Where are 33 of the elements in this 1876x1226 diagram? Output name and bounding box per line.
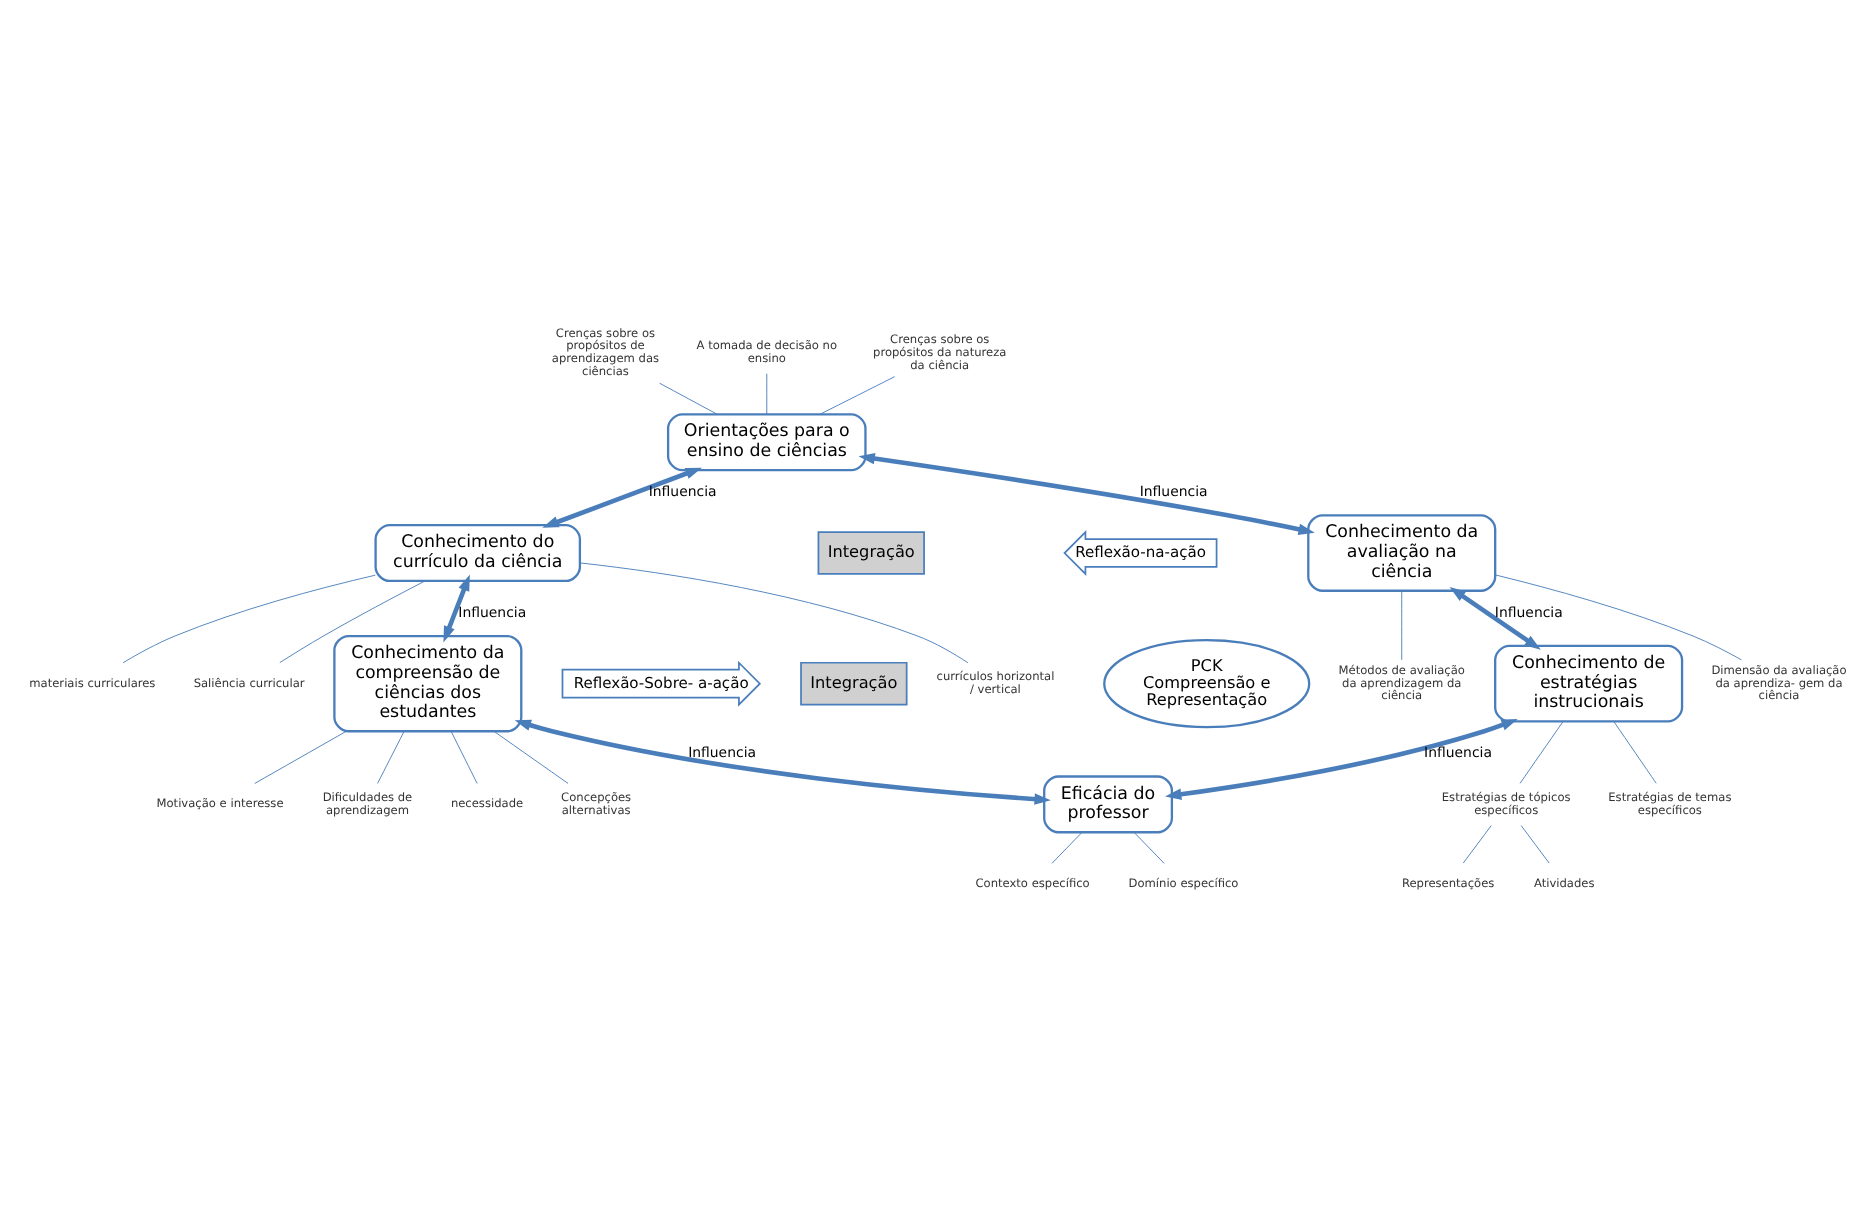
connector bbox=[1613, 720, 1657, 783]
connector bbox=[1520, 824, 1550, 863]
connector bbox=[1462, 824, 1492, 863]
node-box: Conhecimento da avaliação na ciência bbox=[1307, 513, 1497, 591]
node-box: Conhecimento de estratégias instrucionais bbox=[1494, 643, 1684, 722]
connector bbox=[450, 729, 478, 783]
node-box: Integração bbox=[817, 530, 925, 574]
connector bbox=[1133, 830, 1165, 863]
node-ellipse: PCK Compreensão e Representação bbox=[1103, 638, 1311, 728]
arrow bbox=[1165, 718, 1518, 799]
connector bbox=[1401, 589, 1403, 660]
node-box: Integração bbox=[800, 660, 908, 705]
arrow bbox=[858, 451, 1315, 534]
node-box: Conhecimento do currículo da ciência bbox=[374, 523, 582, 582]
connector bbox=[819, 375, 896, 414]
connector bbox=[579, 561, 969, 663]
node-box: Conhecimento da compreensão de ciências dos estudantes bbox=[333, 633, 523, 732]
node-box: Eficácia do professor bbox=[1043, 774, 1174, 833]
arrow bbox=[514, 718, 1051, 804]
arrow bbox=[542, 466, 702, 527]
arrow bbox=[1449, 586, 1541, 649]
connector bbox=[377, 729, 405, 783]
connector bbox=[493, 729, 569, 783]
connector bbox=[279, 579, 426, 663]
connector bbox=[254, 729, 347, 783]
connector bbox=[1519, 720, 1564, 783]
connector bbox=[659, 381, 718, 414]
arrow bbox=[443, 573, 470, 642]
connector bbox=[1494, 573, 1742, 660]
connector bbox=[766, 372, 768, 414]
connector bbox=[122, 573, 376, 663]
node-box: Orientações para o ensino de ciências bbox=[666, 412, 867, 471]
connector bbox=[1051, 830, 1083, 863]
